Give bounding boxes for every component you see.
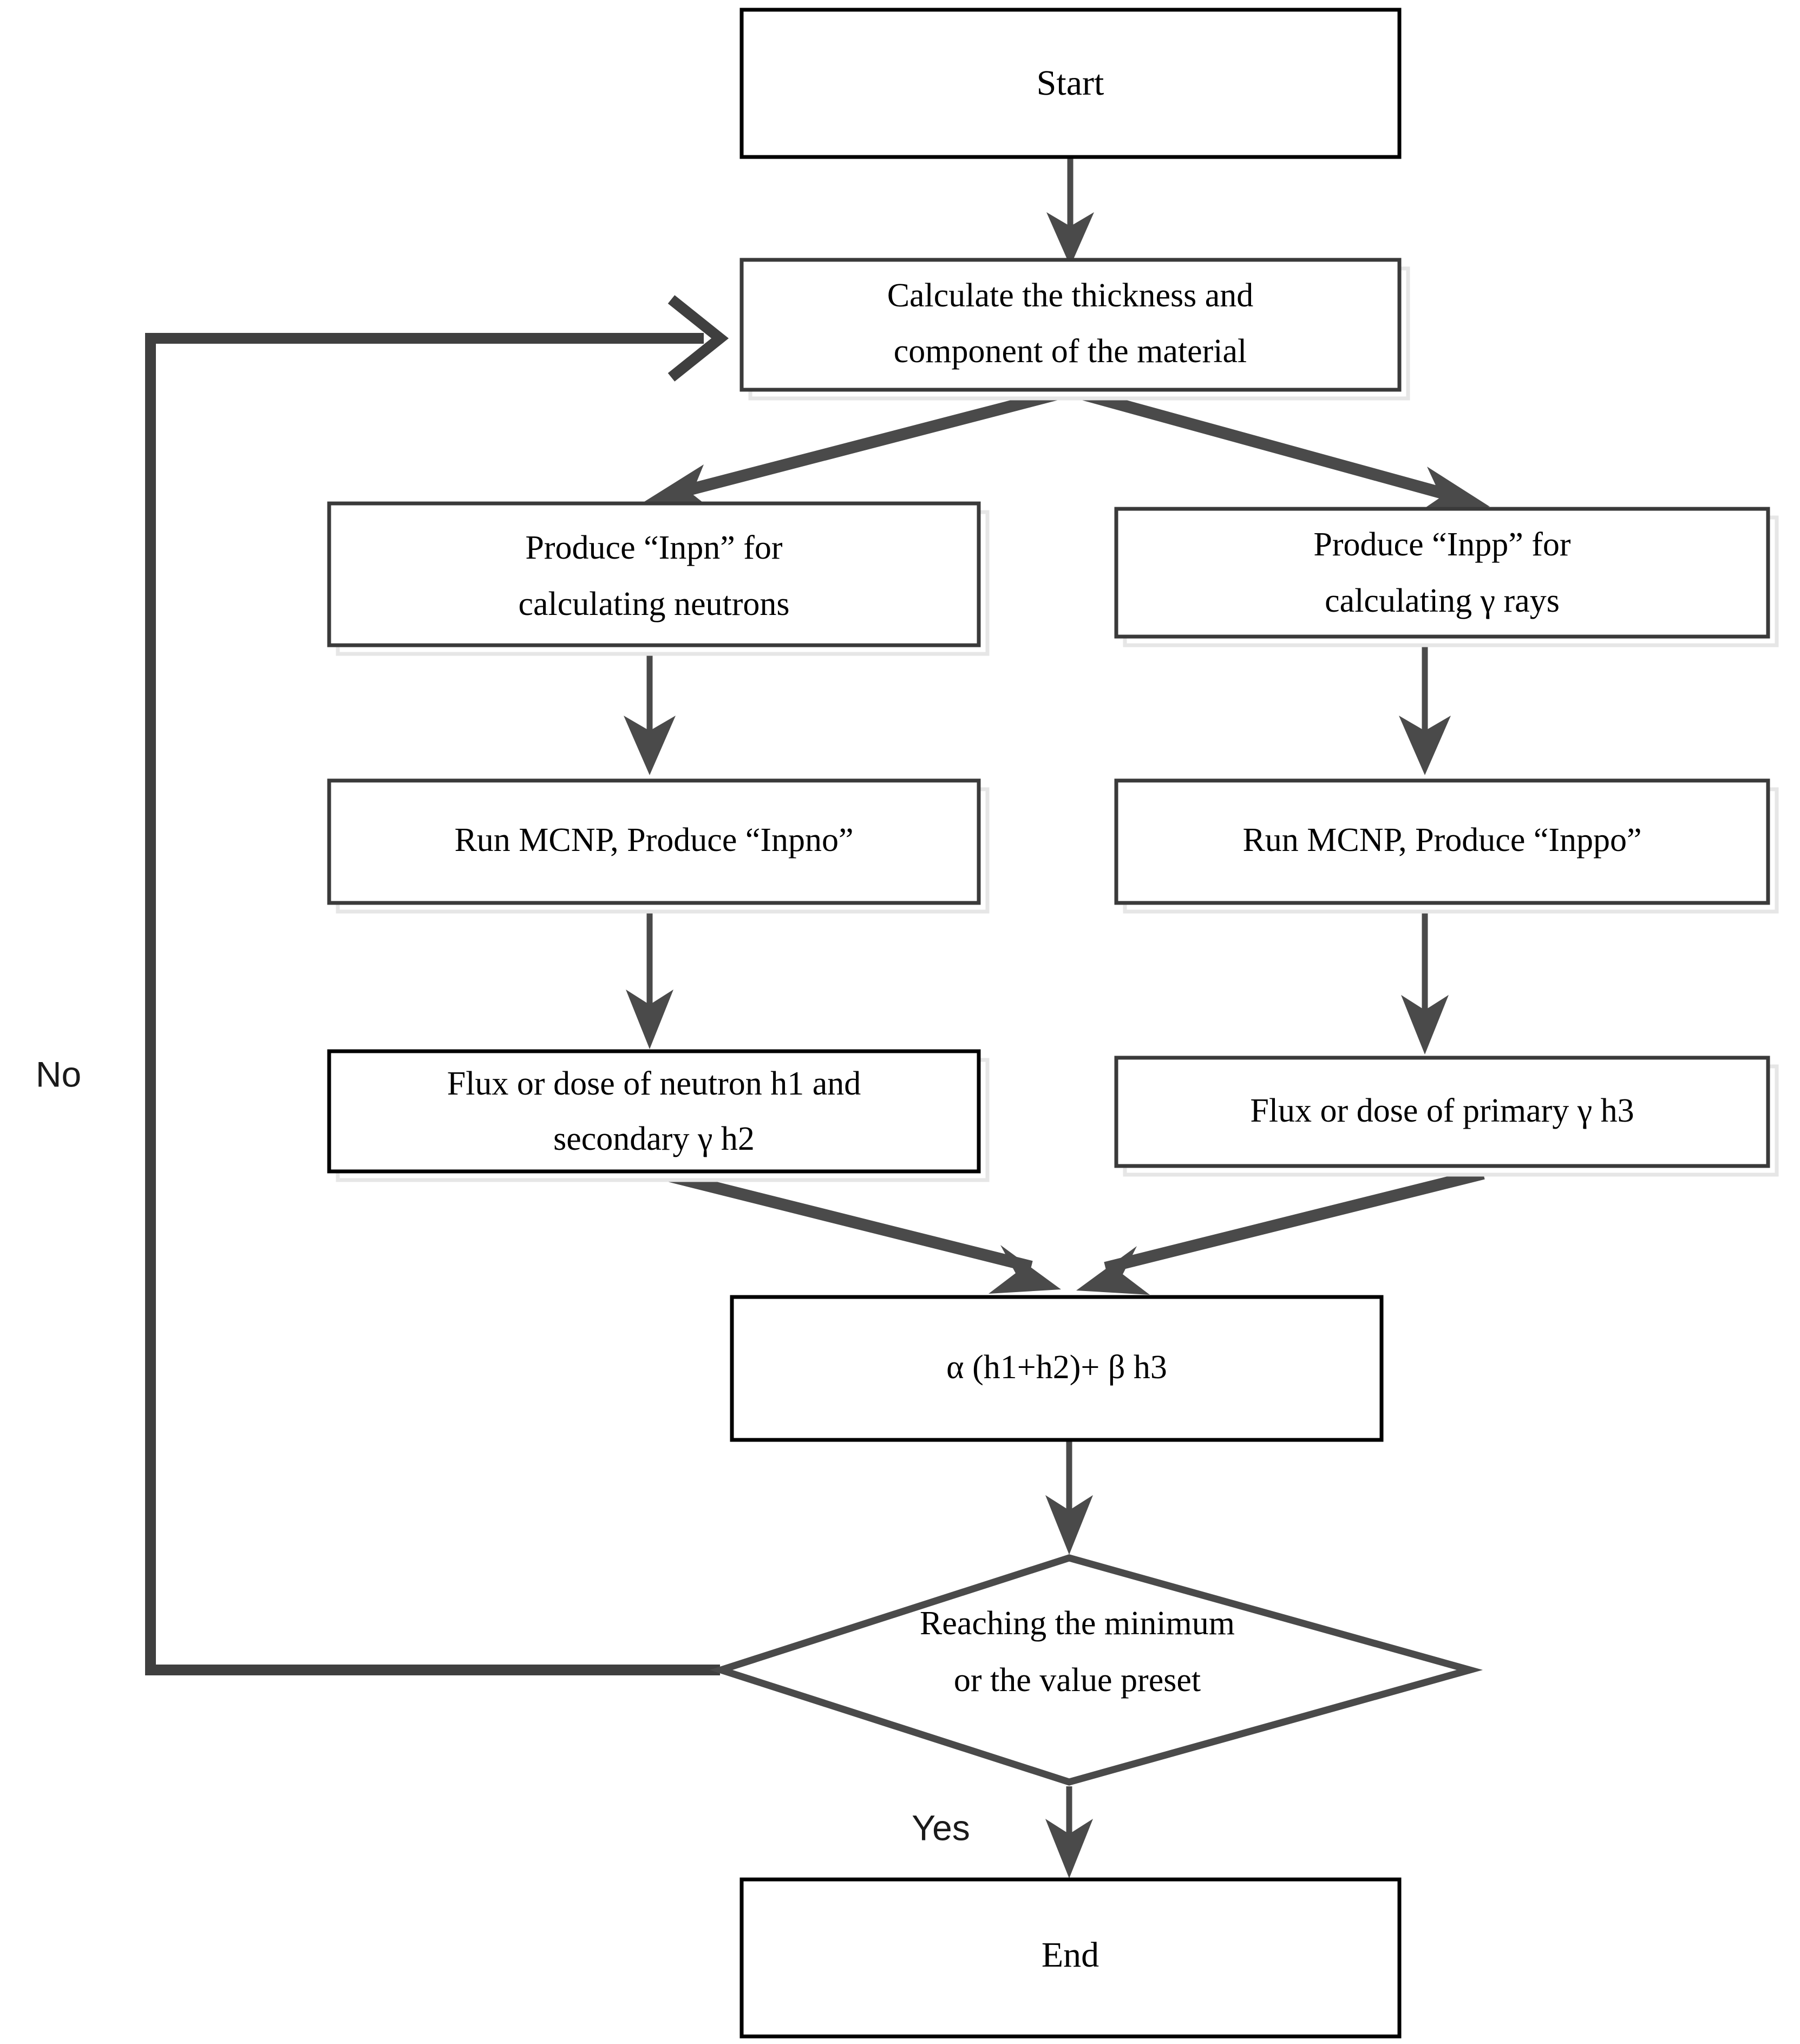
node-flux-neutron[interactable]: Flux or dose of neutron h1 and secondary… [327,1049,990,1182]
node-calculate-line2: component of the material [894,333,1247,370]
node-end-label: End [1042,1935,1099,1975]
edge-run-mcnp-p-to-flux-gamma [1401,907,1449,1054]
edge-produce-inpp-to-run-mcnp-p [1399,638,1451,775]
edge-calculate-to-produce-inpp [1069,385,1490,515]
node-calculate-line1: Calculate the thickness and [887,277,1254,314]
node-produce-inpp-line1: Produce “Inpp” for [1313,526,1570,563]
node-formula-label: α (h1+h2)+ β h3 [946,1349,1167,1386]
node-start-label: Start [1037,63,1104,103]
node-decision[interactable]: Reaching the minimum or the value preset [709,1554,1483,1786]
edge-flux-neutron-to-formula [658,1168,1061,1294]
node-produce-inpn-line2: calculating neutrons [519,586,790,623]
node-flux-neutron-line1: Flux or dose of neutron h1 and [447,1065,861,1102]
branch-label-yes: Yes [912,1807,970,1848]
node-end[interactable]: End [739,1877,1402,2039]
node-flux-neutron-line2: secondary γ h2 [553,1121,755,1157]
node-flux-gamma-label: Flux or dose of primary γ h3 [1250,1092,1634,1129]
node-produce-inpn[interactable]: Produce “Inpn” for calculating neutrons [327,501,990,656]
node-decision-line2: or the value preset [954,1662,1201,1699]
node-produce-inpn-line1: Produce “Inpn” for [525,529,782,566]
node-produce-inpp-line2: calculating γ rays [1325,582,1560,619]
edge-formula-to-decision [1045,1441,1093,1555]
edge-produce-inpn-to-run-mcnp-n [624,645,676,775]
edge-decision-to-calculate-no [145,295,729,1675]
edge-run-mcnp-n-to-flux-neutron [626,907,673,1049]
node-calculate[interactable]: Calculate the thickness and component of… [739,258,1410,401]
edge-decision-to-end-yes [1045,1786,1093,1878]
node-flux-gamma[interactable]: Flux or dose of primary γ h3 [1114,1056,1779,1177]
edge-calculate-to-produce-inpn [642,385,1072,514]
node-run-mcnp-neutron[interactable]: Run MCNP, Produce “Inpno” [327,778,990,914]
node-run-mcnp-gamma[interactable]: Run MCNP, Produce “Inppo” [1114,778,1779,914]
node-run-mcnp-gamma-label: Run MCNP, Produce “Inppo” [1242,822,1641,859]
node-start[interactable]: Start [739,8,1402,159]
edge-start-to-calculate [1046,158,1094,266]
branch-label-no: No [36,1054,81,1094]
node-formula[interactable]: α (h1+h2)+ β h3 [730,1295,1384,1442]
node-produce-inpp[interactable]: Produce “Inpp” for calculating γ rays [1114,507,1779,647]
node-run-mcnp-neutron-label: Run MCNP, Produce “Inpno” [454,822,853,859]
node-decision-line1: Reaching the minimum [920,1605,1235,1642]
edge-flux-gamma-to-formula [1076,1168,1485,1295]
